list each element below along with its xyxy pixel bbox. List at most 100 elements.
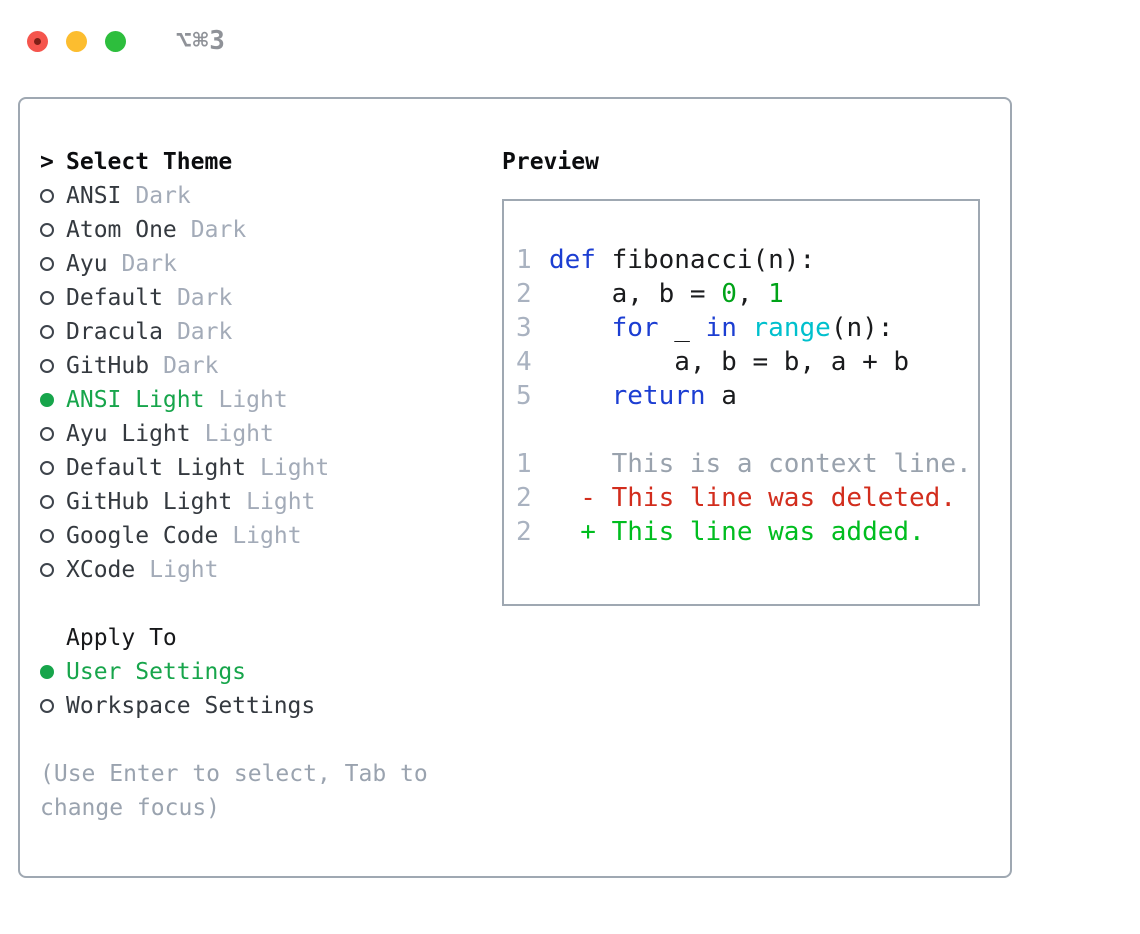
help-text: (Use Enter to select, Tab to change focu…: [40, 761, 428, 821]
theme-name: GitHub: [66, 353, 150, 379]
code-text: return a: [549, 381, 737, 411]
code-token-keyword: for: [611, 313, 659, 343]
maximize-button[interactable]: [105, 30, 126, 52]
theme-variant-badge: Dark: [135, 183, 191, 209]
code-line: 2 a, b = 0, 1: [516, 277, 978, 311]
select-theme-title: Select Theme: [66, 149, 233, 175]
apply-to-option[interactable]: User Settings: [40, 655, 490, 689]
code-token-plain: a, b =: [549, 279, 722, 309]
code-text: for _ in range(n):: [549, 313, 894, 343]
code-line: 3 for _ in range(n):: [516, 311, 978, 345]
theme-option[interactable]: ANSI Dark: [40, 179, 490, 213]
theme-variant-badge: Light: [218, 387, 288, 413]
theme-option[interactable]: GitHub Light Light: [40, 485, 490, 519]
theme-name: Ayu: [66, 251, 108, 277]
theme-option[interactable]: XCode Light: [40, 553, 490, 587]
minimize-button[interactable]: [66, 30, 87, 52]
code-token-keyword: return: [611, 381, 706, 411]
code-line: [516, 413, 978, 447]
theme-variant-badge: Light: [246, 489, 316, 515]
code-line: 2 - This line was deleted.: [516, 481, 978, 515]
radio-unselected-icon: [40, 699, 54, 713]
line-number: 2: [516, 517, 532, 547]
theme-option[interactable]: GitHub Dark: [40, 349, 490, 383]
apply-to-option[interactable]: Workspace Settings: [40, 689, 490, 723]
theme-option[interactable]: Default Light Light: [40, 451, 490, 485]
theme-variant-badge: Dark: [163, 353, 219, 379]
apply-to-title: Apply To: [66, 625, 177, 651]
code-token-plain: _: [658, 313, 706, 343]
theme-option[interactable]: ANSI Light Light: [40, 383, 490, 417]
code-token-plain: [549, 313, 612, 343]
radio-unselected-icon: [40, 359, 54, 373]
tab-shortcut-label: ⌥⌘3: [176, 26, 226, 56]
theme-name: Default Light: [66, 455, 247, 481]
code-token-plain: a, b = b, a + b: [549, 347, 910, 377]
theme-variant-badge: Dark: [190, 217, 247, 243]
radio-unselected-icon: [40, 529, 54, 543]
titlebar: ⌥⌘3: [27, 26, 226, 56]
radio-unselected-icon: [40, 461, 54, 475]
radio-unselected-icon: [40, 495, 54, 509]
theme-option[interactable]: Ayu Light Light: [40, 417, 490, 451]
theme-name: XCode: [66, 557, 136, 583]
focus-caret: >: [40, 149, 54, 175]
radio-unselected-icon: [40, 189, 54, 203]
code-token-plain: a: [705, 381, 737, 411]
code-token-context: This is a context line.: [549, 449, 972, 479]
theme-name: Google Code: [66, 523, 219, 549]
line-number: 5: [516, 381, 532, 411]
theme-variant-badge: Light: [149, 557, 219, 583]
line-number: 2: [516, 483, 532, 513]
theme-option[interactable]: Default Dark: [40, 281, 490, 315]
apply-to-label: User Settings: [66, 659, 247, 685]
theme-name: GitHub Light: [66, 489, 233, 515]
preview-title: Preview: [502, 149, 599, 175]
line-number: 1: [516, 245, 532, 275]
theme-option[interactable]: Google Code Light: [40, 519, 490, 553]
code-token-plain: ,: [736, 279, 769, 309]
code-token-deleted: - This line was deleted.: [549, 483, 956, 513]
line-number: 1: [516, 449, 532, 479]
theme-variant-badge: Light: [232, 523, 302, 549]
theme-name: Ayu Light: [66, 421, 191, 447]
line-number: 2: [516, 279, 532, 309]
code-token-added: + This line was added.: [549, 517, 925, 547]
code-token-plain: [737, 313, 753, 343]
theme-variant-badge: Light: [204, 421, 274, 447]
theme-name: ANSI: [66, 183, 122, 209]
radio-unselected-icon: [40, 291, 54, 305]
code-token-function: range: [752, 313, 831, 343]
radio-selected-icon: [40, 393, 54, 407]
radio-unselected-icon: [40, 257, 54, 271]
code-token-keyword: def: [549, 245, 596, 275]
code-text: def fibonacci(n):: [549, 245, 815, 275]
radio-selected-icon: [40, 665, 54, 679]
code-text: + This line was added.: [549, 517, 925, 547]
theme-name: ANSI Light: [66, 387, 205, 413]
radio-unselected-icon: [40, 325, 54, 339]
code-text: a, b = 0, 1: [549, 279, 784, 309]
theme-name: Default: [66, 285, 163, 311]
radio-unselected-icon: [40, 563, 54, 577]
theme-variant-badge: Dark: [176, 319, 233, 345]
theme-variant-badge: Light: [260, 455, 330, 481]
code-line: 1 def fibonacci(n):: [516, 243, 978, 277]
code-token-number: 0: [721, 279, 737, 309]
line-number: 4: [516, 347, 532, 377]
radio-unselected-icon: [40, 427, 54, 441]
code-line: 2 + This line was added.: [516, 515, 978, 549]
select-theme-header: > Select Theme: [40, 145, 490, 179]
code-token-plain: [549, 381, 612, 411]
theme-variant-badge: Dark: [176, 285, 233, 311]
close-button[interactable]: [27, 30, 48, 52]
spacer: [40, 587, 490, 621]
radio-unselected-icon: [40, 223, 54, 237]
